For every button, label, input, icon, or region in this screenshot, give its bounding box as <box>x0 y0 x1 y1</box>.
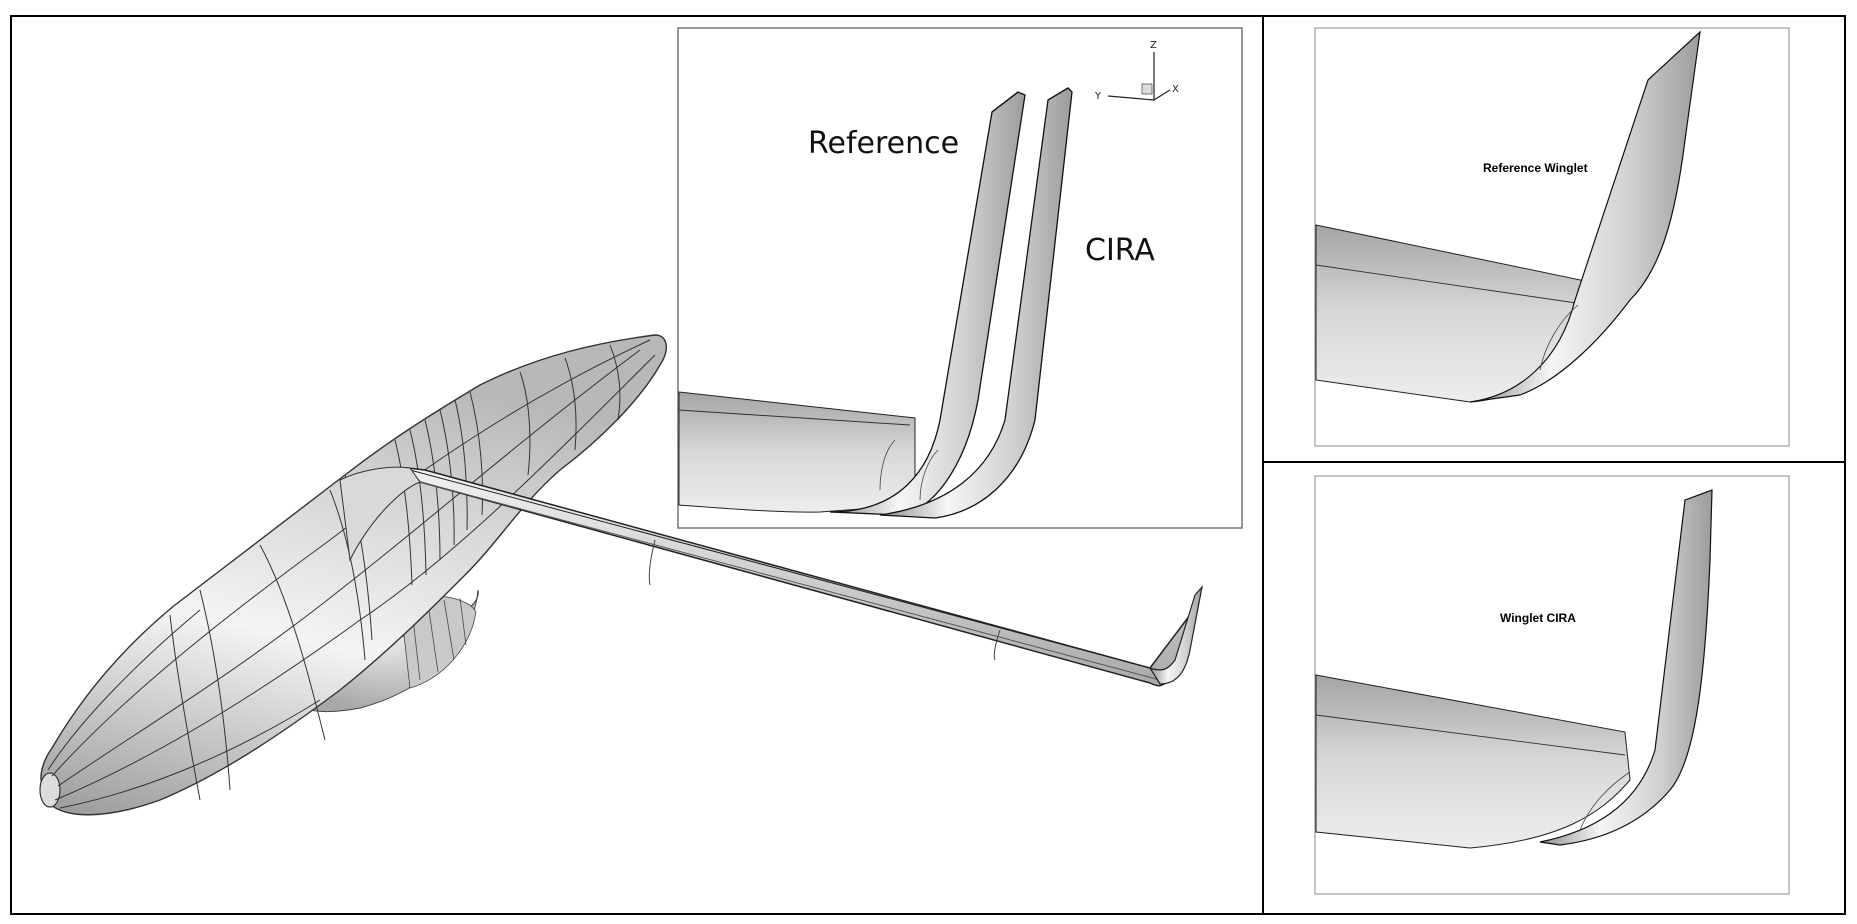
bottom-right-panel: Winglet CIRA <box>1314 475 1790 895</box>
axis-z-label: Z <box>1150 40 1157 51</box>
reference-label: Reference <box>808 126 959 161</box>
cira-label: CIRA <box>1085 233 1155 268</box>
cira-winglet-shape <box>1539 489 1713 846</box>
reference-winglet-label: Reference Winglet <box>1483 161 1588 175</box>
axis-x-label: X <box>1172 84 1179 95</box>
aircraft-model <box>39 334 1204 816</box>
inset-wing-surface <box>678 391 916 513</box>
top-right-panel: Reference Winglet <box>1314 27 1790 447</box>
outer-frame <box>10 15 1846 915</box>
cira-wing-surface <box>1315 674 1631 849</box>
winglet-cira-label: Winglet CIRA <box>1500 611 1576 625</box>
main-wing <box>406 467 1192 687</box>
main-winglet <box>1148 584 1204 685</box>
axis-y-label: Y <box>1094 91 1102 102</box>
reference-winglet-shape <box>1469 30 1701 403</box>
comparison-inset: Reference CIRA Z Y X <box>677 27 1243 529</box>
axis-triad-icon: Z Y X <box>1094 40 1179 102</box>
